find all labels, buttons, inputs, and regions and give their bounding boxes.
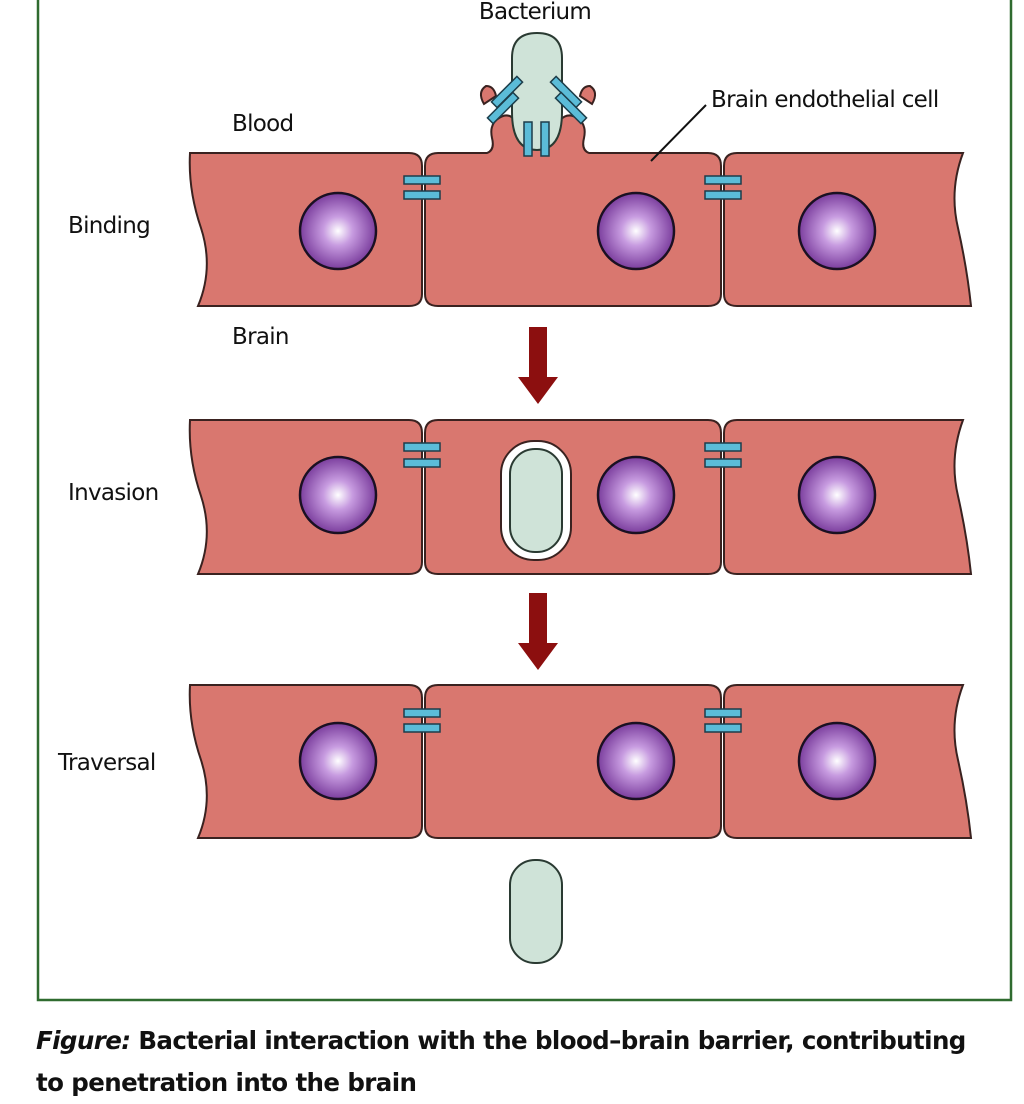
figure-caption: Figure: Bacterial interaction with the b… <box>36 1020 996 1104</box>
endothelial-cell-middle <box>424 419 722 575</box>
tight-junction <box>403 708 441 733</box>
figure-frame <box>36 0 1013 1002</box>
brain-label: Brain <box>232 324 289 350</box>
arrow-down-icon <box>518 593 558 670</box>
receptor-ligand-pairs <box>486 75 588 157</box>
caption-text: Bacterial interaction with the blood–bra… <box>36 1026 966 1097</box>
endothelial-cell-label: Brain endothelial cell <box>711 87 939 113</box>
nucleus <box>298 455 378 535</box>
tight-junction <box>403 175 441 200</box>
membrane-ruffle-right <box>578 84 596 106</box>
nucleus <box>298 191 378 271</box>
bacterium-label: Bacterium <box>479 0 591 25</box>
blood-brain-barrier-diagram: Bacterium Blood Brain endothelial cell B… <box>36 0 1013 1002</box>
traversal-row <box>188 684 973 964</box>
endothelial-cell-middle <box>424 114 722 307</box>
label-leader-line <box>650 104 707 162</box>
tight-junction <box>704 175 742 200</box>
tight-junction <box>704 708 742 733</box>
blood-label: Blood <box>232 111 293 137</box>
membrane-ruffle-left <box>480 84 498 106</box>
stage-label-binding: Binding <box>68 213 150 239</box>
nucleus <box>797 191 877 271</box>
caption-lead: Figure: <box>36 1026 131 1055</box>
stage-label-invasion: Invasion <box>68 480 159 506</box>
bacterium-invasion <box>509 448 563 553</box>
tight-junction <box>704 442 742 468</box>
nucleus <box>298 721 378 801</box>
arrow-down-icon <box>518 327 558 404</box>
nucleus <box>797 455 877 535</box>
stage-label-traversal: Traversal <box>57 750 156 776</box>
bacterium-binding <box>511 31 563 152</box>
nucleus <box>596 721 676 801</box>
binding-row <box>188 31 973 307</box>
nucleus <box>596 191 676 271</box>
nucleus <box>797 721 877 801</box>
tight-junction <box>403 442 441 468</box>
endothelial-cell-middle <box>424 684 722 839</box>
bacterium-traversed <box>509 859 563 964</box>
invasion-row <box>188 419 973 575</box>
nucleus <box>596 455 676 535</box>
